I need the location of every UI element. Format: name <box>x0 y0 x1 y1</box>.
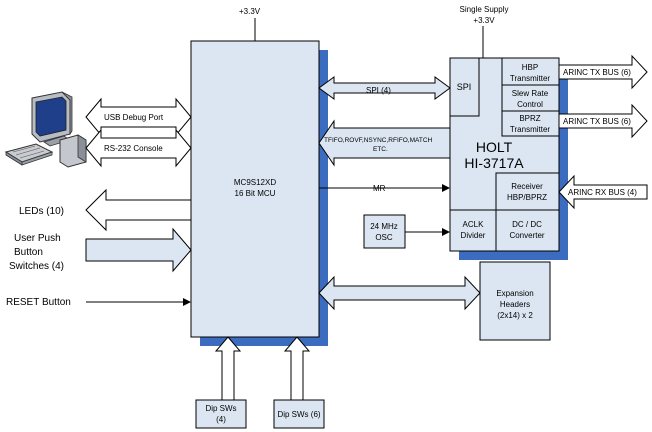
push-label-line3: Switches (4) <box>9 261 64 272</box>
dip2-box <box>273 399 325 429</box>
dip1-arrow <box>214 336 242 401</box>
status-label-line1: TFIFO,ROVF,NSYNC,RFIFO,MATCH <box>324 137 433 144</box>
spi-link-label: SPI (4) <box>366 86 391 95</box>
mcu-supply-label: +3.3V <box>239 7 261 16</box>
expansion-box <box>479 261 551 341</box>
push-label-line2: Button <box>14 247 43 258</box>
push-label-line1: User Push <box>14 233 61 244</box>
mcu-label-line1: MC9S12XD <box>234 178 276 187</box>
osc-arrowhead <box>442 228 450 236</box>
receiver-box <box>495 172 560 211</box>
rs232-arrow <box>85 128 192 168</box>
leds-arrow <box>85 188 192 232</box>
aclk-line2: Divider <box>461 231 486 240</box>
mr-label: MR <box>373 184 386 193</box>
arinc-tx1-label: ARINC TX BUS (6) <box>563 68 631 77</box>
osc-box <box>363 214 406 249</box>
expansion-arrow <box>318 275 481 311</box>
hbp-line2: Transmitter <box>510 74 550 83</box>
holt-part: HI-3717A <box>464 155 524 171</box>
computer-icon <box>4 91 87 168</box>
spi-arrow <box>318 76 451 100</box>
rs232-label: RS-232 Console <box>104 144 163 153</box>
bprz-transmitter-box <box>501 110 560 137</box>
status-arrow <box>318 119 451 167</box>
arinc-tx2-arrow <box>558 103 648 139</box>
expansion-line2: Headers <box>500 300 530 309</box>
osc-line1: 24 MHz <box>370 222 398 231</box>
arinc-rx-label: ARINC RX BUS (4) <box>568 188 637 197</box>
receiver-line1: Receiver <box>511 182 543 191</box>
bprz-line1: BPRZ <box>519 114 540 123</box>
reset-label: RESET Button <box>6 297 71 308</box>
status-label-line2: ETC. <box>373 146 388 153</box>
dip1-line2: (4) <box>216 415 226 424</box>
dcdc-converter-box <box>495 209 560 252</box>
arinc-rx-arrow <box>558 174 648 210</box>
holt-spi-box <box>449 57 480 117</box>
holt-name: HOLT <box>476 139 513 155</box>
holt-supply-line2: +3.3V <box>473 16 495 25</box>
expansion-line3: (2x14) x 2 <box>497 311 533 320</box>
arinc-tx1-arrow <box>558 54 648 90</box>
holt-spi-label: SPI <box>457 82 472 92</box>
mcu-block <box>190 40 320 338</box>
receiver-line2: HBP/BPRZ <box>507 193 547 202</box>
dip2-label: Dip SWs (6) <box>277 410 320 419</box>
mr-arrowhead <box>442 184 450 192</box>
leds-label: LEDs (10) <box>19 206 64 217</box>
osc-line2: OSC <box>375 233 393 242</box>
dip2-arrow <box>283 336 311 401</box>
holt-supply-line1: Single Supply <box>460 5 509 14</box>
usb-label: USB Debug Port <box>104 113 164 122</box>
hbp-line1: HBP <box>522 63 538 72</box>
slew-line2: Control <box>517 100 543 109</box>
slew-line1: Slew Rate <box>512 89 549 98</box>
reset-arrowhead <box>183 298 191 306</box>
slew-rate-box <box>501 84 560 112</box>
mcu-label-line2: 16 Bit MCU <box>235 189 276 198</box>
dcdc-line1: DC / DC <box>512 220 542 229</box>
arinc-tx2-label: ARINC TX BUS (6) <box>563 117 631 126</box>
push-button-arrow <box>85 227 192 273</box>
dcdc-line2: Converter <box>509 231 544 240</box>
bprz-line2: Transmitter <box>510 125 550 134</box>
dip1-box <box>195 399 247 429</box>
dip1-line1: Dip SWs <box>205 404 236 413</box>
aclk-line1: ACLK <box>463 220 485 229</box>
expansion-line1: Expansion <box>496 289 533 298</box>
